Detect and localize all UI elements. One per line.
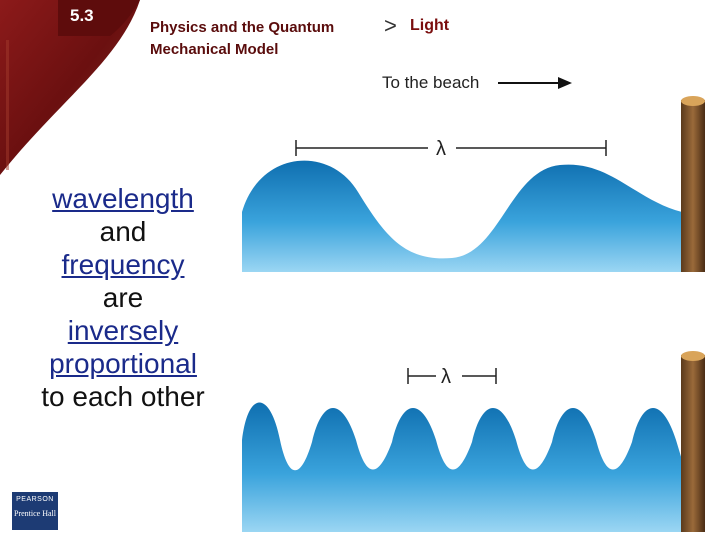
chapter-title: Physics and the Quantum Mechanical Model (150, 19, 335, 58)
wooden-post (681, 355, 705, 532)
logo-brand: PEARSON (16, 496, 54, 503)
publisher-logo: PEARSON Prentice Hall (12, 492, 58, 530)
long-wave-water (242, 160, 682, 272)
statement-word: to each other (41, 381, 205, 412)
short-wave-water (242, 402, 682, 532)
keyword-inversely: inversely (67, 315, 179, 346)
statement-word: are (102, 282, 144, 313)
breadcrumb-separator: > (384, 13, 397, 38)
logo-imprint: Prentice Hall (14, 509, 56, 518)
post-top (681, 96, 705, 106)
post-top (681, 351, 705, 361)
keyword-proportional: proportional (49, 348, 197, 379)
keyword-wavelength: wavelength (52, 183, 194, 214)
keyword-frequency: frequency (61, 249, 185, 280)
key-statement: wavelength and frequency are inversely p… (18, 182, 228, 413)
wooden-post (681, 100, 705, 272)
direction-label: To the beach (382, 73, 479, 92)
topic-title: Light (410, 17, 450, 34)
wave-diagram: To the beach λ λ (242, 73, 705, 532)
direction-arrowhead (558, 77, 572, 89)
statement-word: and (99, 216, 147, 247)
lambda-short-label: λ (441, 366, 451, 388)
section-number: 5.3 (70, 6, 94, 25)
lambda-long-label: λ (436, 138, 446, 160)
